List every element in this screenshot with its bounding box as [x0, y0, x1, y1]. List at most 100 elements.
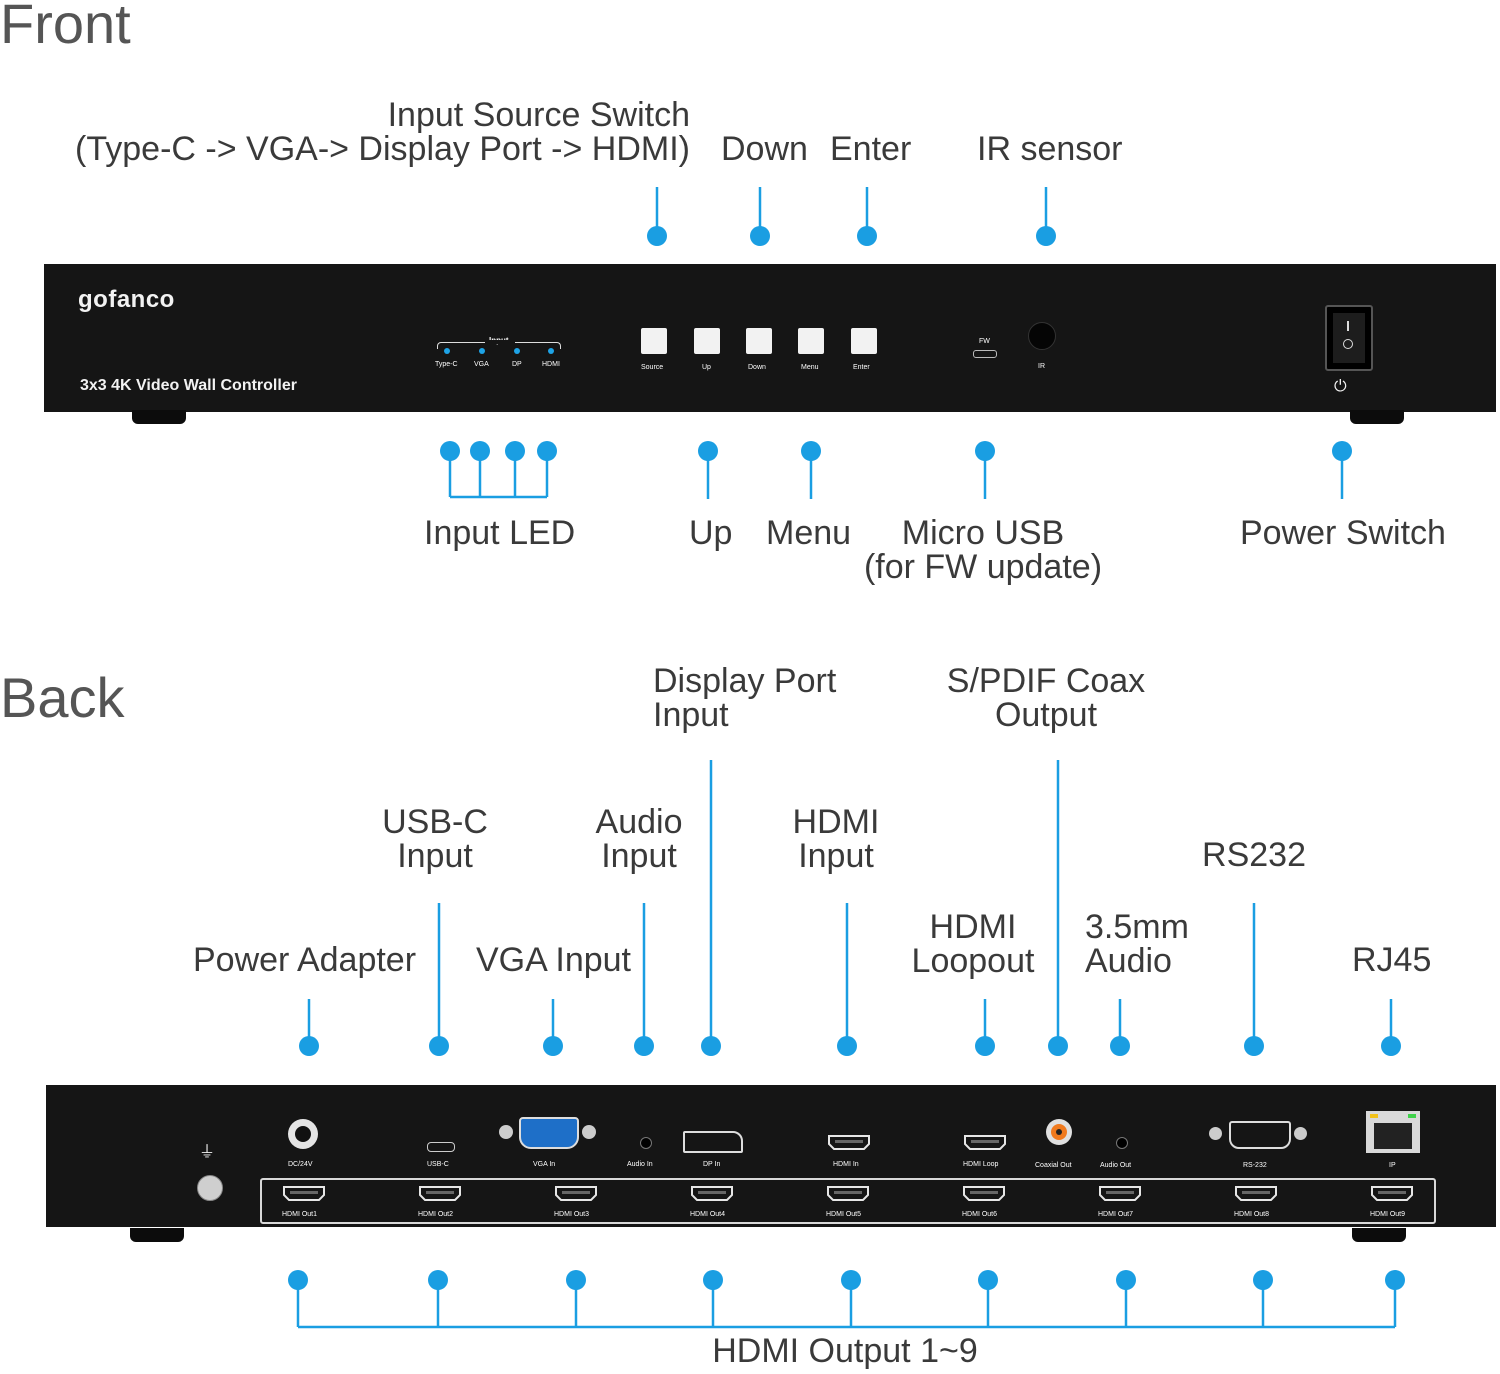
hdmi-loop-callout-line2: Loopout	[911, 942, 1035, 980]
led-label-type-c: Type-C	[435, 361, 458, 368]
rs232-callout: RS232	[1202, 836, 1306, 874]
hdmi-out-port-9	[1370, 1186, 1414, 1201]
usb-c-port	[427, 1142, 455, 1152]
audio-in-jack	[640, 1137, 652, 1149]
dp-callout-line2: Input	[653, 696, 729, 734]
dp-port	[683, 1131, 743, 1153]
dc-label: DC/24V	[288, 1161, 313, 1168]
led-label-vga: VGA	[474, 361, 489, 368]
hdmi-out-label-7: HDMI Out7	[1098, 1211, 1134, 1218]
dp-callout-dot	[701, 1036, 721, 1056]
input-led-dot-3	[505, 441, 525, 461]
menu-button[interactable]	[798, 328, 824, 354]
hdmi-out-port-8	[1234, 1186, 1278, 1201]
rs232-screw-right	[1294, 1127, 1307, 1140]
rj45-callout-dot	[1381, 1036, 1401, 1056]
usbc-callout-line1: USB-C	[382, 803, 488, 841]
coax-port-ring	[1051, 1124, 1067, 1140]
micro-usb-port	[973, 350, 997, 358]
hdmi-out-label-1: HDMI Out1	[282, 1211, 318, 1218]
led-dp	[514, 348, 520, 354]
front-foot-right	[1350, 410, 1404, 424]
power-switch-rocker	[1333, 313, 1365, 363]
hdmi-in-callout-line1: HDMI	[792, 803, 880, 841]
source-switch-callout-line2: (Type-C -> VGA-> Display Port -> HDMI)	[75, 130, 690, 168]
up-callout: Up	[689, 514, 733, 552]
input-led-dot-4	[537, 441, 557, 461]
up-button[interactable]	[694, 328, 720, 354]
brand-logo: gofanco	[78, 286, 175, 313]
back-foot-left	[130, 1228, 184, 1242]
hdmi-out-port-7	[1098, 1186, 1142, 1201]
source-switch-callout-line1: Input Source Switch	[387, 96, 690, 134]
rs232-label: RS-232	[1243, 1162, 1267, 1169]
hdmi-out-label-2: HDMI Out2	[418, 1211, 454, 1218]
spdif-callout-dot	[1048, 1036, 1068, 1056]
front-heading: Front	[0, 0, 131, 55]
hdmi-out-label-3: HDMI Out3	[554, 1211, 590, 1218]
hdmi-in-label: HDMI In	[833, 1161, 859, 1168]
rj45-callout: RJ45	[1352, 941, 1432, 979]
dc-jack-inner	[295, 1126, 311, 1142]
fw-label: FW	[979, 338, 990, 345]
audio-in-callout-dot	[634, 1036, 654, 1056]
audio-out-label: Audio Out	[1100, 1162, 1132, 1169]
hdmi-loop-callout-dot	[975, 1036, 995, 1056]
rj45-led-left	[1370, 1114, 1378, 1118]
rs232-screw-left	[1209, 1127, 1222, 1140]
hdmi-in-callout-line2: Input	[798, 837, 874, 875]
hdmi-out-label-5: HDMI Out5	[826, 1211, 862, 1218]
usbc-callout-dot	[429, 1036, 449, 1056]
audio-out-callout-dot	[1110, 1036, 1130, 1056]
coax-port	[1046, 1119, 1072, 1145]
led-vga	[479, 348, 485, 354]
hdmi-out-callout-dot-6	[978, 1270, 998, 1290]
hdmi-out-port-5	[826, 1186, 870, 1201]
power-switch-callout-dot	[1332, 441, 1352, 461]
hdmi-out-callout-dot-7	[1116, 1270, 1136, 1290]
audio-in-callout-line2: Input	[601, 837, 677, 875]
ir-label: IR	[1038, 363, 1045, 370]
hdmi-out-callout-dot-8	[1253, 1270, 1273, 1290]
hdmi-in-callout-dot	[837, 1036, 857, 1056]
source-button[interactable]	[641, 328, 667, 354]
source-callout-dot	[647, 226, 667, 246]
down-button-label: Down	[748, 364, 766, 371]
input-led-callout: Input LED	[424, 514, 576, 552]
hdmi-output-strip	[260, 1178, 1436, 1224]
led-type-c	[444, 348, 450, 354]
rj45-socket	[1374, 1123, 1412, 1149]
enter-button-label: Enter	[853, 364, 870, 371]
enter-callout: Enter	[830, 130, 912, 168]
rs232-port	[1229, 1121, 1291, 1149]
power-switch[interactable]	[1325, 305, 1373, 371]
power-adapter-callout-dot	[299, 1036, 319, 1056]
led-hdmi	[548, 348, 554, 354]
micro-usb-callout-line2: (for FW update)	[863, 548, 1103, 586]
vga-screw-right	[582, 1125, 596, 1139]
rj45-led-right	[1408, 1114, 1416, 1118]
hdmi-out-label-6: HDMI Out6	[962, 1211, 998, 1218]
hdmi-loop-label: HDMI Loop	[963, 1161, 999, 1168]
hdmi-out-callout-dot-3	[566, 1270, 586, 1290]
hdmi-out-port-6	[962, 1186, 1006, 1201]
power-switch-callout: Power Switch	[1240, 514, 1446, 552]
ir-sensor	[1028, 322, 1056, 350]
spdif-callout-line1: S/PDIF Coax	[946, 662, 1146, 700]
coax-label: Coaxial Out	[1035, 1162, 1072, 1169]
hdmi-loop-port	[963, 1135, 1007, 1150]
coax-port-center	[1056, 1129, 1062, 1135]
back-panel: ⏚ DC/24V USB-C VGA In Audio In DP In HDM…	[46, 1085, 1496, 1227]
dp-label: DP In	[703, 1161, 721, 1168]
led-label-dp: DP	[512, 361, 522, 368]
ip-label: IP	[1389, 1162, 1396, 1169]
enter-button[interactable]	[851, 328, 877, 354]
up-button-label: Up	[702, 364, 711, 371]
down-button[interactable]	[746, 328, 772, 354]
hdmi-out-callout-dot-9	[1385, 1270, 1405, 1290]
hdmi-out-label-8: HDMI Out8	[1234, 1211, 1270, 1218]
hdmi-out-callout-dot-2	[428, 1270, 448, 1290]
ground-icon: ⏚	[199, 1144, 216, 1161]
hdmi-out-port-2	[418, 1186, 462, 1201]
usbc-callout-line2: Input	[397, 837, 473, 875]
